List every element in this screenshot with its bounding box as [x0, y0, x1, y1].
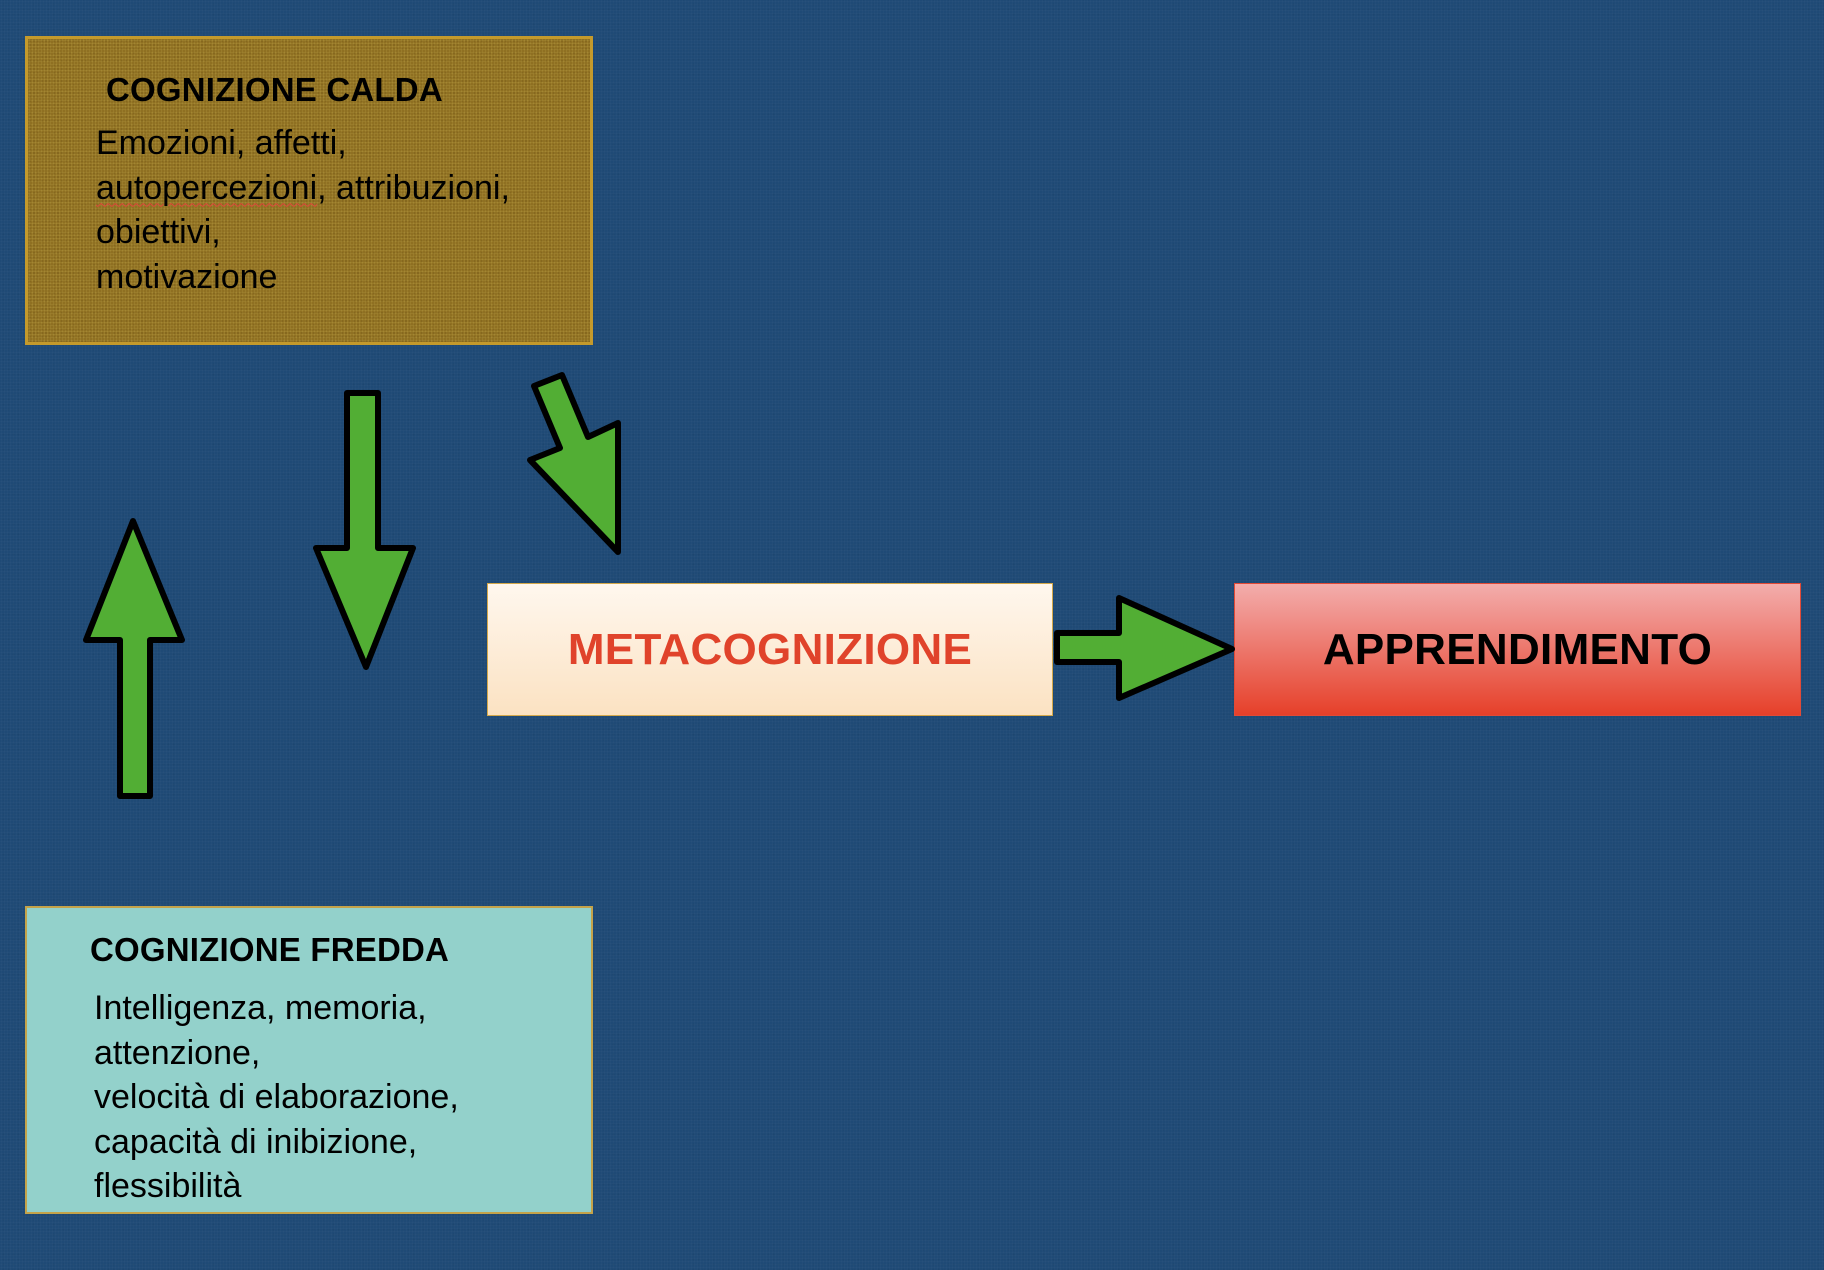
spellcheck-flagged-word[interactable]: autopercezioni: [96, 168, 318, 207]
hot-cognition-line: autopercezioni, attribuzioni,: [96, 168, 510, 207]
hot-cognition-box: COGNIZIONE CALDA Emozioni, affetti, auto…: [25, 36, 593, 345]
cold-cognition-line: flessibilità: [94, 1167, 242, 1206]
cold-cognition-line: Intelligenza, memoria,: [94, 989, 427, 1027]
cold-cognition-list: Intelligenza, memoria, attenzione, veloc…: [94, 986, 459, 1209]
arrow-right-icon: [1054, 595, 1235, 701]
cold-cognition-line: attenzione,: [94, 1033, 261, 1072]
metacognition-label: METACOGNIZIONE: [567, 624, 973, 674]
hot-cognition-line: Emozioni, affetti,: [96, 124, 347, 162]
learning-label: APPRENDIMENTO: [1322, 624, 1713, 674]
hot-cognition-list: Emozioni, affetti, autopercezioni, attri…: [96, 121, 510, 299]
cold-cognition-title: COGNIZIONE FREDDA: [90, 931, 450, 968]
arrow-down-right-icon: [527, 372, 621, 555]
cold-cognition-line: capacità di inibizione,: [94, 1122, 418, 1161]
hot-cognition-line: obiettivi,: [96, 213, 221, 252]
metacognition-box: METACOGNIZIONE: [487, 583, 1053, 716]
cold-cognition-line: velocità di elaborazione,: [94, 1078, 459, 1117]
arrow-up-icon: [83, 518, 185, 799]
learning-box: APPRENDIMENTO: [1234, 583, 1801, 716]
hot-cognition-line: motivazione: [96, 257, 278, 296]
cold-cognition-box: COGNIZIONE FREDDA Intelligenza, memoria,…: [25, 906, 593, 1214]
arrow-down-icon: [313, 390, 416, 670]
hot-cognition-title: COGNIZIONE CALDA: [106, 71, 443, 108]
